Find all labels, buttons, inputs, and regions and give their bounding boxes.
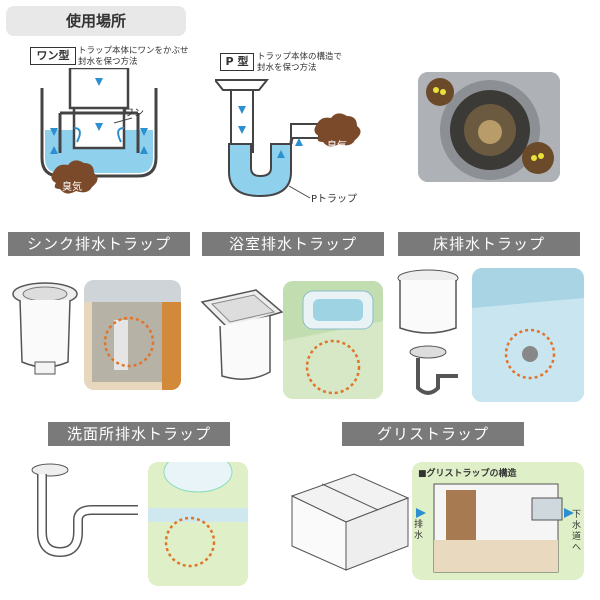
grease-trap-product (290, 473, 410, 571)
p-trap-diagram (215, 79, 361, 199)
bath-photo (283, 281, 383, 399)
washroom-section-band: 洗面所排水トラップ (48, 422, 230, 446)
p-part-label: Pトラップ (311, 194, 358, 205)
washroom-photo (148, 462, 248, 586)
floor-section-band: 床排水トラップ (398, 232, 580, 256)
wan-type-note-1: トラップ本体にワンをかぶせ (78, 46, 189, 56)
sink-section-band: シンク排水トラップ (8, 232, 190, 256)
wan-trap-diagram (40, 68, 158, 194)
wan-part-label: ワン (124, 108, 144, 119)
wan-odor-label: 臭気 (62, 182, 82, 193)
page-title: 使用場所 (6, 6, 186, 36)
floor-photo (472, 268, 584, 402)
grease-section-band: グリストラップ (342, 422, 524, 446)
sink-trap-product (12, 282, 78, 375)
p-type-note-2: 封水を保つ方法 (257, 63, 317, 73)
grease-diagram-title: ■グリストラップの構造 (418, 469, 517, 479)
drain-photo (418, 72, 560, 182)
sink-photo (84, 280, 181, 390)
bath-section-band: 浴室排水トラップ (202, 232, 384, 256)
p-type-label: P 型 (220, 53, 254, 71)
grease-outlet-label: 下水道へ (572, 510, 582, 553)
p-odor-label: 臭気 (327, 141, 347, 152)
wan-type-label: ワン型 (30, 47, 76, 65)
grease-structure-diagram: ■グリストラップの構造 排水 下水道へ (412, 462, 584, 580)
washroom-trap-product (31, 463, 138, 558)
grease-inlet-label: 排水 (414, 520, 424, 541)
p-type-note-1: トラップ本体の構造で (257, 52, 343, 62)
wan-type-note-2: 封水を保つ方法 (78, 57, 138, 67)
bath-trap-product (200, 289, 284, 380)
floor-trap-product (397, 269, 459, 395)
